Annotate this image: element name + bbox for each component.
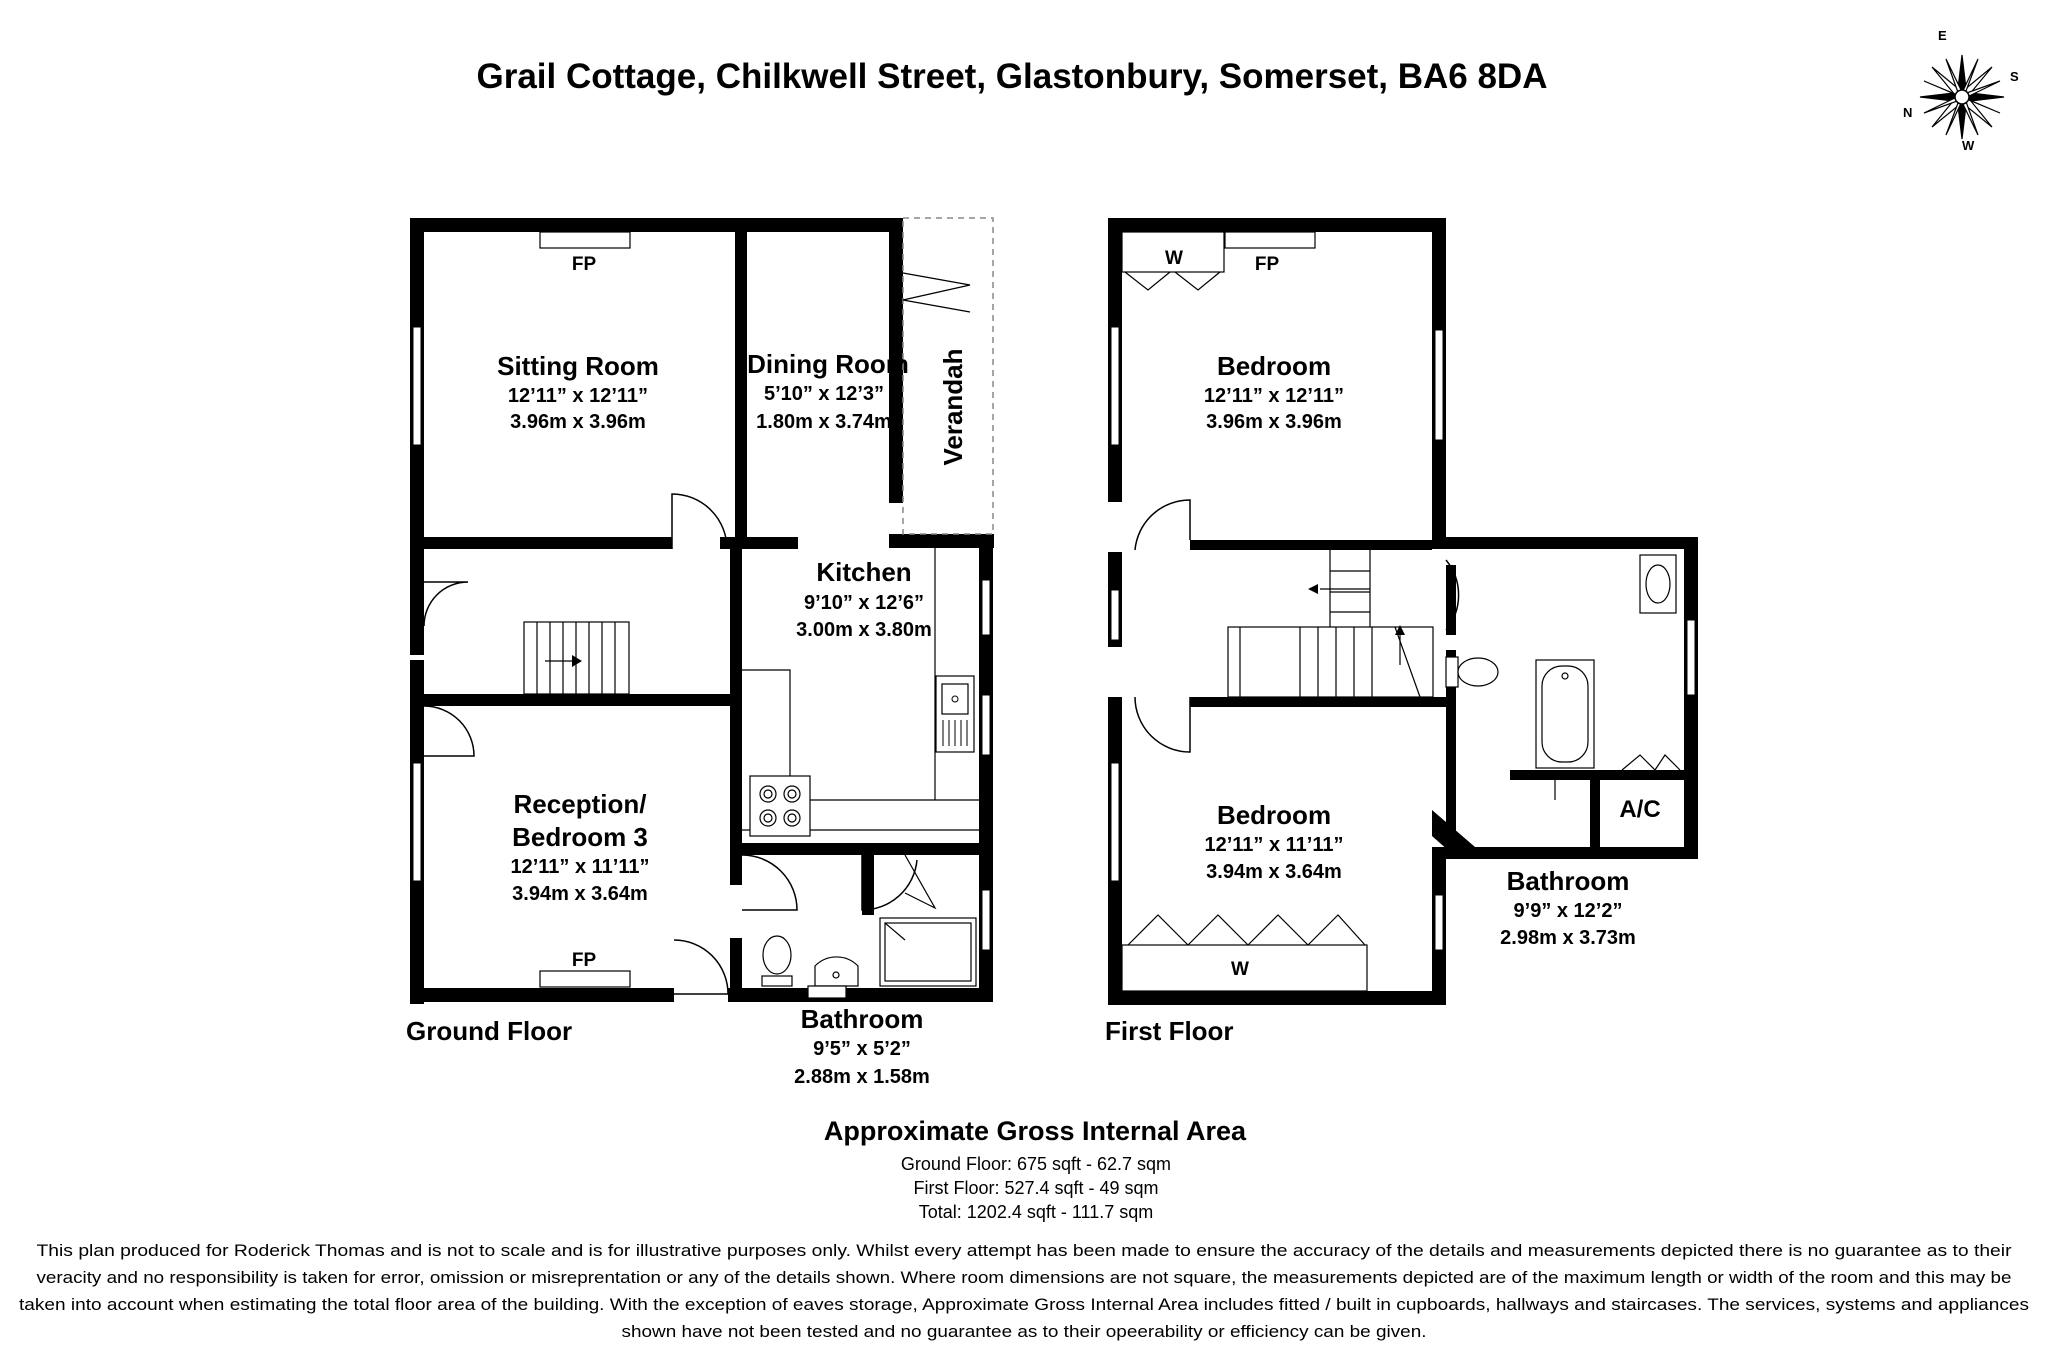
ground-bathroom-imperial: 9’5” x 5’2” [813, 1038, 911, 1060]
hob-icon [749, 775, 811, 837]
ground-floor-label: Ground Floor [406, 1016, 572, 1046]
bedroom-rear-metric: 3.94m x 3.64m [1206, 861, 1342, 883]
area-heading: Approximate Gross Internal Area [824, 1116, 1247, 1146]
dining-room-name: Dining Room [747, 349, 909, 379]
basin-icon [807, 956, 859, 999]
sitting-room-metric: 3.96m x 3.96m [510, 411, 646, 433]
compass-e: E [1938, 28, 1947, 43]
disclaimer-line-2: veracity and no responsibility is taken … [37, 1268, 2012, 1287]
sitting-room-fp: FP [572, 254, 597, 275]
compass-w: W [1962, 138, 1975, 153]
bedroom-rear-imperial: 12’11” x 11’11” [1204, 834, 1343, 856]
dining-room-metric: 1.80m x 3.74m [756, 411, 892, 433]
basin-icon [1639, 554, 1677, 614]
compass-rose-icon [1919, 54, 2005, 140]
bedroom-front-metric: 3.96m x 3.96m [1206, 411, 1342, 433]
bedroom-rear-wardrobe: W [1231, 959, 1249, 980]
verandah-label: Verandah [938, 348, 968, 465]
first-floor-plan [1108, 218, 1698, 1005]
toilet-icon [761, 935, 793, 987]
ground-bathroom-name: Bathroom [801, 1004, 924, 1034]
sitting-room-imperial: 12’11” x 12’11” [508, 385, 648, 407]
dining-room-imperial: 5’10” x 12’3” [764, 383, 884, 405]
bedroom-rear-name: Bedroom [1217, 800, 1331, 830]
area-first: First Floor: 527.4 sqft - 49 sqm [913, 1178, 1158, 1198]
sitting-room-name: Sitting Room [497, 351, 659, 381]
bedroom-front-name: Bedroom [1217, 351, 1331, 381]
first-bathroom-name: Bathroom [1507, 866, 1630, 896]
reception-name-1: Reception/ [514, 789, 647, 819]
disclaimer-line-1: This plan produced for Roderick Thomas a… [37, 1241, 2012, 1260]
disclaimer-line-4: shown have not been tested and no guaran… [622, 1322, 1427, 1341]
first-bathroom-ac: A/C [1619, 796, 1660, 823]
area-total: Total: 1202.4 sqft - 111.7 sqm [919, 1202, 1153, 1222]
page-title: Grail Cottage, Chilkwell Street, Glaston… [476, 57, 1547, 96]
bedroom-front-imperial: 12’11” x 12’11” [1204, 385, 1344, 407]
shower-tray-icon [879, 917, 977, 987]
kitchen-name: Kitchen [816, 557, 911, 587]
reception-metric: 3.94m x 3.64m [512, 883, 648, 905]
reception-fp: FP [572, 950, 597, 971]
reception-name-2: Bedroom 3 [512, 822, 648, 852]
kitchen-imperial: 9’10” x 12’6” [804, 592, 924, 614]
kitchen-metric: 3.00m x 3.80m [796, 619, 932, 641]
first-floor-label: First Floor [1105, 1016, 1234, 1046]
compass-s: S [2010, 69, 2019, 84]
first-bathroom-metric: 2.98m x 3.73m [1500, 927, 1636, 949]
toilet-icon [1445, 656, 1499, 688]
area-ground: Ground Floor: 675 sqft - 62.7 sqm [901, 1154, 1171, 1174]
first-bathroom-imperial: 9’9” x 12’2” [1514, 900, 1623, 922]
disclaimer-line-3: taken into account when estimating the t… [19, 1295, 2029, 1314]
sink-icon [935, 675, 975, 753]
reception-imperial: 12’11” x 11’11” [510, 856, 649, 878]
stair-arrow-icon [572, 655, 582, 667]
bath-icon [1535, 659, 1595, 769]
stair-arrow-icon [1308, 584, 1318, 594]
bedroom-front-fp: FP [1255, 254, 1280, 275]
ground-floor-plan [410, 217, 994, 1004]
compass-n: N [1903, 105, 1912, 120]
bedroom-front-wardrobe: W [1165, 248, 1183, 269]
ground-bathroom-metric: 2.88m x 1.58m [794, 1066, 930, 1088]
